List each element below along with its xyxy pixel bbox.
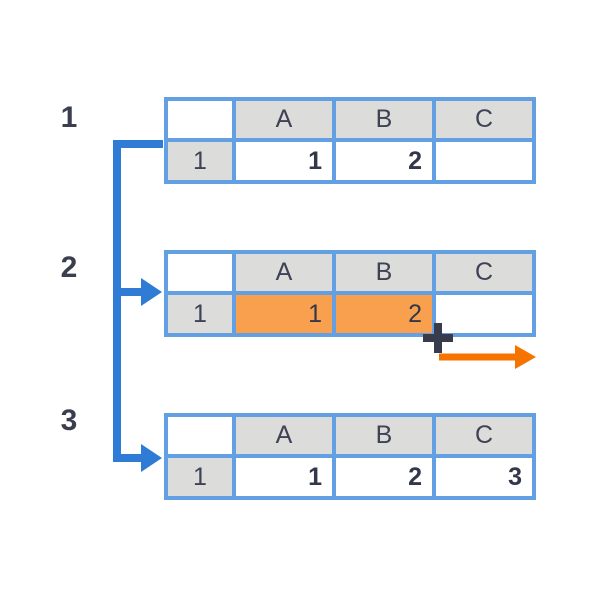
cell-c1 xyxy=(436,142,532,180)
spreadsheet-table-step1: A B C 1 1 2 xyxy=(164,97,536,184)
column-header-b: B xyxy=(336,101,432,138)
step-label-3: 3 xyxy=(60,404,78,437)
cell-b1: 2 xyxy=(336,142,432,180)
step-connector-line xyxy=(113,140,163,462)
cell-c1 xyxy=(436,295,532,333)
cell-a1: 1 xyxy=(236,458,332,496)
row-header-1: 1 xyxy=(168,142,232,180)
corner-cell xyxy=(168,101,232,138)
cell-b1: 2 xyxy=(336,458,432,496)
column-header-c: C xyxy=(436,254,532,291)
spreadsheet-table-step3: A B C 1 1 2 3 xyxy=(164,413,536,500)
column-header-b: B xyxy=(336,417,432,454)
cell-a1: 1 xyxy=(236,142,332,180)
branch-arrow-step3-icon xyxy=(141,444,162,472)
column-header-c: C xyxy=(436,417,532,454)
spreadsheet-table-step2: A B C 1 1 2 xyxy=(164,250,536,337)
cell-c1: 3 xyxy=(436,458,532,496)
column-header-c: C xyxy=(436,101,532,138)
cell-a1-selected: 1 xyxy=(236,295,332,333)
corner-cell xyxy=(168,254,232,291)
column-header-a: A xyxy=(236,417,332,454)
cell-b1-selected: 2 xyxy=(336,295,432,333)
row-header-1: 1 xyxy=(168,295,232,333)
row-header-1: 1 xyxy=(168,458,232,496)
step-label-1: 1 xyxy=(60,101,78,134)
branch-arrow-step2-icon xyxy=(141,278,162,306)
column-header-a: A xyxy=(236,101,332,138)
column-header-a: A xyxy=(236,254,332,291)
step-label-2: 2 xyxy=(60,251,78,284)
fill-direction-arrow-icon xyxy=(439,345,536,369)
corner-cell xyxy=(168,417,232,454)
column-header-b: B xyxy=(336,254,432,291)
